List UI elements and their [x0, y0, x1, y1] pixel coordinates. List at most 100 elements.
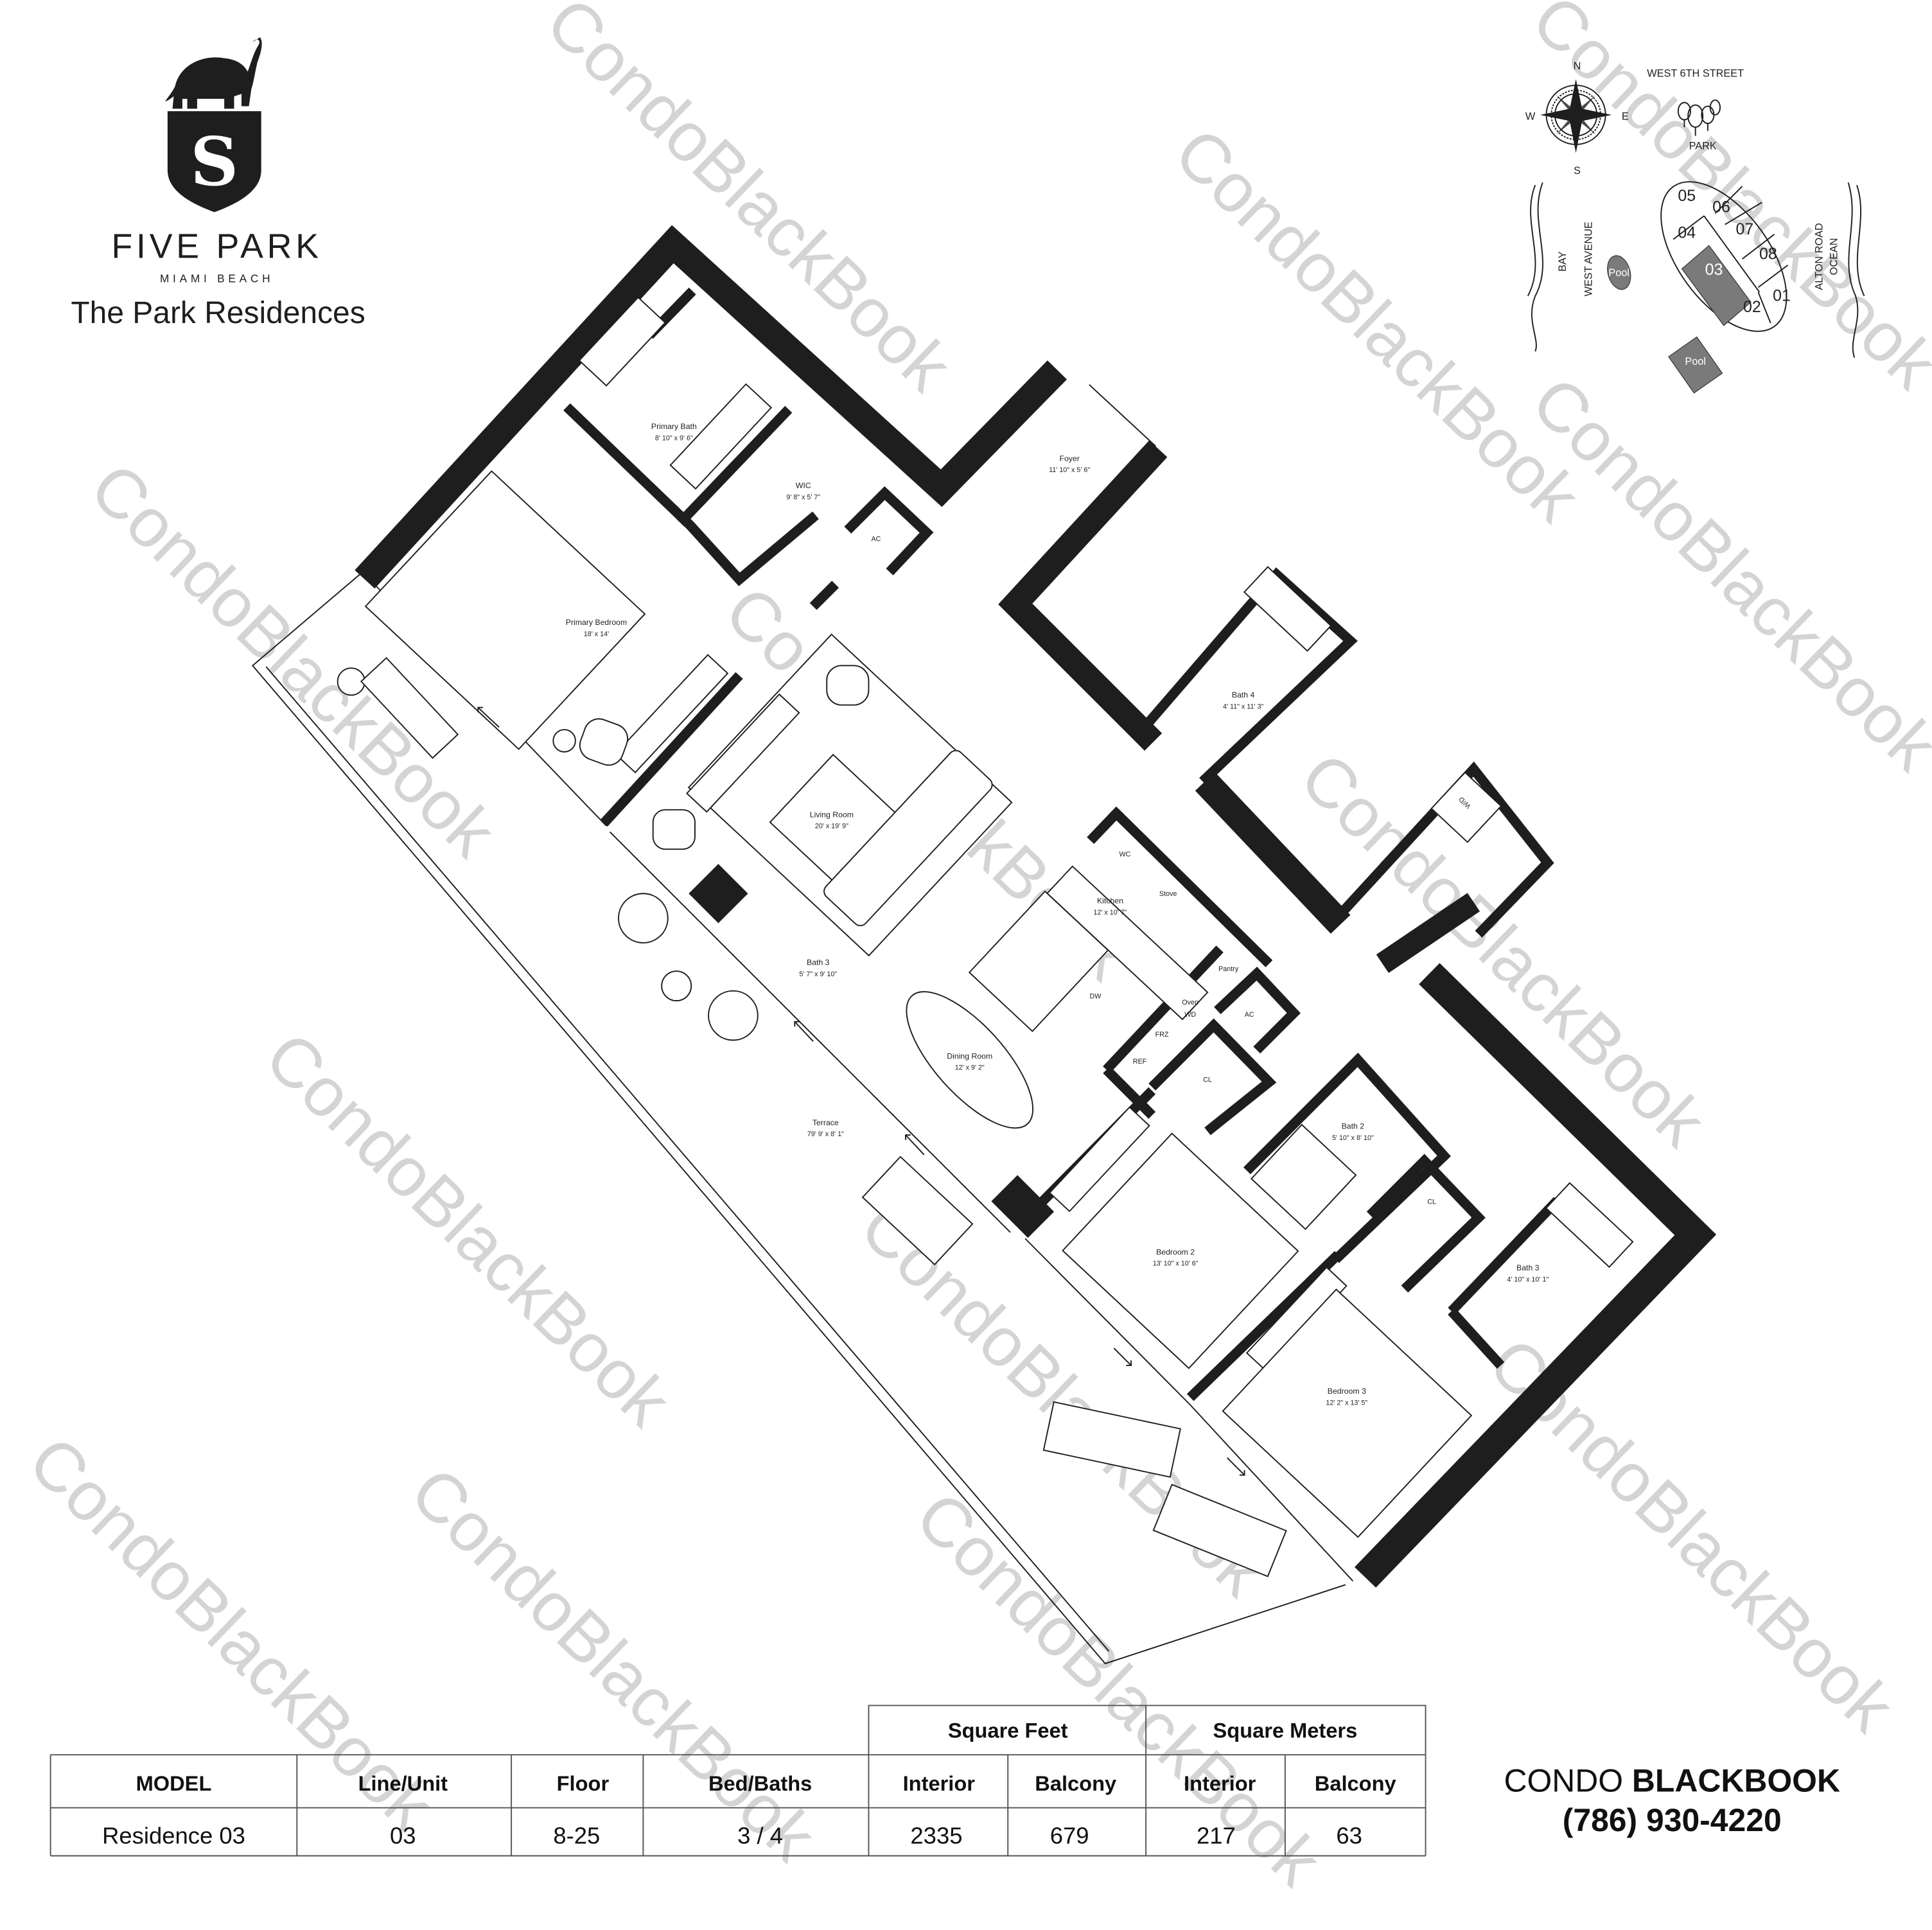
rug — [364, 470, 646, 750]
outdoor-table — [861, 1155, 974, 1266]
armchair — [579, 718, 629, 766]
building-footprint — [1660, 181, 1787, 332]
column-header: Interior — [903, 1771, 976, 1795]
room-name: Bath 3 — [807, 958, 830, 967]
bay-label: BAY — [1557, 251, 1568, 272]
pool-shape — [1607, 255, 1631, 290]
site-map: N S W E WEST 6TH STREET PARK BAY WEST AV… — [1525, 60, 1865, 394]
interior-walls — [563, 287, 1561, 1401]
west-avenue-label: WEST AVENUE — [1583, 222, 1595, 296]
unit-label: 08 — [1759, 245, 1777, 263]
dresser — [1048, 1106, 1150, 1213]
room-name: Bath 2 — [1342, 1122, 1365, 1131]
column-header: Interior — [1184, 1771, 1256, 1795]
bathtub — [1243, 566, 1332, 652]
table-cell: 8-25 — [553, 1822, 600, 1848]
compass-n: N — [1574, 60, 1581, 72]
column-header: Balcony — [1035, 1771, 1116, 1795]
room-name: Bedroom 3 — [1328, 1387, 1366, 1396]
structural-column — [991, 1175, 1055, 1238]
compass-e: E — [1622, 111, 1629, 123]
compass-icon — [1540, 79, 1612, 154]
watermark: CondoBlackBook — [1518, 362, 1932, 785]
column-header: Bed/Baths — [708, 1771, 812, 1795]
exterior-wall — [355, 225, 1067, 589]
column-header: MODEL — [136, 1771, 212, 1795]
group-header-square-meters: Square Meters — [1213, 1718, 1357, 1742]
room-size: 8' 10" x 9' 6" — [655, 434, 693, 442]
room-size: 18' x 14' — [584, 630, 609, 638]
pool-shape — [1668, 336, 1723, 394]
room-size: 4' 11" x 11' 3" — [1223, 703, 1263, 710]
bathtub — [1545, 1182, 1634, 1268]
brand-name: FIVE PARK — [111, 227, 322, 265]
shield-icon — [167, 111, 261, 213]
unit-label: 02 — [1743, 298, 1761, 316]
contact-brand: CONDO BLACKBOOK — [1504, 1763, 1840, 1799]
column-header: Balcony — [1315, 1771, 1396, 1795]
window-glass — [609, 831, 1011, 1233]
sliding-door-arrows — [477, 706, 1245, 1476]
table-cell: 679 — [1050, 1822, 1089, 1848]
trees-icon — [1677, 99, 1721, 136]
unit-label: 06 — [1712, 198, 1730, 216]
fixture-label-frz: FRZ — [1155, 1031, 1169, 1039]
spec-table: Square Feet Square Meters MODEL Line/Uni… — [49, 1705, 1427, 1857]
sofa — [823, 750, 993, 927]
ocean-shoreline — [1847, 182, 1859, 358]
furniture — [337, 296, 1634, 1577]
pool-label: Pool — [1685, 356, 1706, 367]
terrace-railing — [265, 666, 1110, 1652]
logo-letter: S — [190, 123, 238, 201]
room-size: 4' 10" x 10' 1" — [1507, 1276, 1549, 1284]
contact-brand-light: CONDO — [1504, 1763, 1623, 1799]
room-name: Primary Bath — [651, 422, 697, 431]
room-size: 5' 10" x 8' 10" — [1332, 1134, 1374, 1142]
brand-location: MIAMI BEACH — [160, 272, 274, 285]
room-name: Foyer — [1059, 454, 1079, 463]
compass-w: W — [1525, 111, 1536, 123]
room-name: Bedroom 2 — [1156, 1247, 1195, 1256]
park-label: PARK — [1689, 141, 1717, 152]
sun-lounger — [360, 656, 459, 759]
contact-brand-bold: BLACKBOOK — [1632, 1763, 1840, 1799]
tv-console — [686, 693, 800, 813]
watermarks: CondoBlackBook CondoBlackBook CondoBlack… — [14, 0, 1932, 1900]
table-cell: 217 — [1197, 1822, 1236, 1848]
room-name: Terrace — [812, 1118, 839, 1127]
brand-subtitle: The Park Residences — [71, 296, 365, 330]
room-size: 12' x 10' 7" — [1093, 909, 1127, 917]
pool-label: Pool — [1608, 267, 1629, 279]
room-size: 12' 2" x 13' 5" — [1326, 1399, 1367, 1407]
ocean-shoreline — [1856, 184, 1865, 297]
column-header: Floor — [557, 1771, 610, 1795]
room-name: Kitchen — [1097, 897, 1123, 906]
unit-03-highlight — [1681, 245, 1752, 326]
table-cell: 3 / 4 — [737, 1822, 783, 1848]
side-table — [552, 729, 576, 753]
washer-dryer — [1430, 771, 1502, 843]
armchair — [652, 809, 696, 850]
dresser — [614, 654, 729, 774]
bay-shoreline — [1527, 184, 1536, 297]
room-size: 9' 8" x 5' 7" — [786, 493, 820, 501]
floor-plan: Primary Bath 8' 10" x 9' 6" WIC 9' 8" x … — [251, 225, 1717, 1665]
room-name: Bath 4 — [1232, 690, 1255, 699]
room-size: 12' x 9' 2" — [955, 1064, 985, 1072]
fixture-label-cl: CL — [1427, 1198, 1436, 1206]
fixture-label-wc: WC — [1120, 851, 1131, 859]
fixture-label-stove: Stove — [1159, 890, 1177, 898]
side-table — [661, 970, 692, 1002]
exterior-wall — [1195, 772, 1351, 934]
unit-dividers — [1673, 186, 1789, 324]
table-cell: 03 — [390, 1822, 416, 1848]
contact-phone[interactable]: (786) 930-4220 — [1563, 1802, 1782, 1838]
room-size: 5' 7" x 9' 10" — [799, 970, 837, 978]
unit-label: 04 — [1678, 224, 1696, 242]
table-cell: 63 — [1336, 1822, 1362, 1848]
unit-label: 07 — [1736, 220, 1754, 238]
unit-label-highlighted: 03 — [1705, 261, 1723, 279]
shower — [1250, 1123, 1357, 1231]
fixture-label-oven: Oven — [1182, 999, 1199, 1006]
sun-lounger — [1152, 1484, 1287, 1577]
